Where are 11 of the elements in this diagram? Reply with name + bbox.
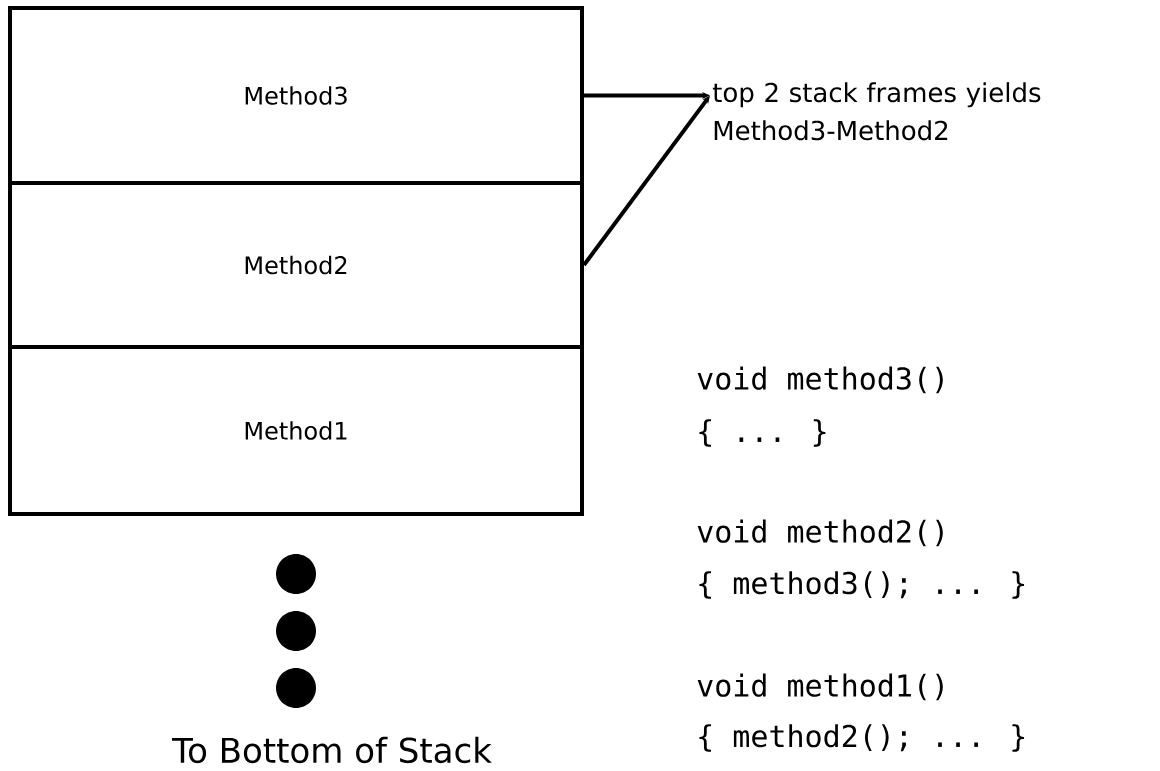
- code-line: { ... }: [699, 419, 826, 447]
- stack-frame-box: Method3: [8, 6, 584, 185]
- code-line: void method2(): [697, 519, 943, 547]
- caption: To Bottom of Stack: [172, 736, 492, 764]
- stack-frame-box: Method2: [8, 181, 584, 349]
- stack-frame-box: Method1: [8, 345, 584, 516]
- code-line: { method3(); ... }: [699, 571, 1025, 599]
- code-line: void method1(): [697, 673, 943, 701]
- code-line: void method3(): [697, 366, 943, 394]
- code-line: { method2(); ... }: [699, 724, 1025, 752]
- annotation-text: top 2 stack frames yields Method3-Method2: [712, 82, 1041, 141]
